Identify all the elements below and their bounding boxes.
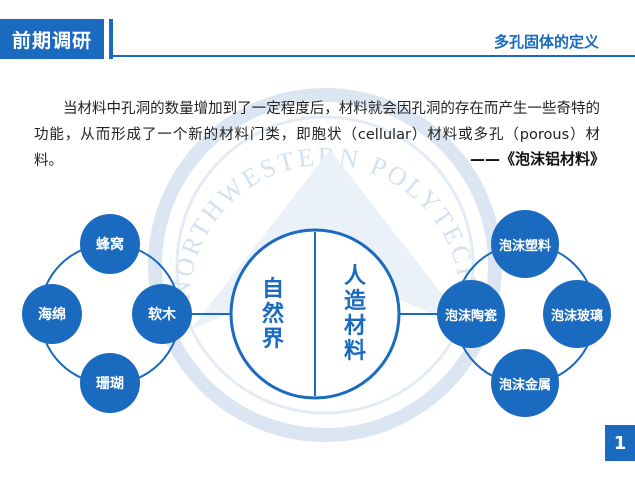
node-foam-ceramic — [437, 280, 505, 348]
label-foam-metal: 泡沫金属 — [498, 377, 551, 393]
label-artificial-materials: 人 造 材 料 — [340, 264, 370, 364]
node-foam-metal — [491, 349, 559, 417]
label-natural-world: 自 然 界 — [258, 277, 288, 352]
node-cork — [132, 284, 192, 344]
label-foam-ceramic: 泡沫陶瓷 — [444, 308, 497, 324]
slide-subtitle: 多孔固体的定义 — [493, 33, 599, 51]
char: 然 — [261, 302, 284, 327]
label-sponge: 海绵 — [38, 307, 66, 323]
label-foam-glass: 泡沫玻璃 — [550, 308, 603, 324]
node-honeycomb — [80, 214, 140, 274]
char: 界 — [261, 327, 284, 352]
label-foam-plastic: 泡沫塑料 — [498, 238, 551, 254]
label-coral: 珊瑚 — [96, 376, 124, 392]
char: 料 — [343, 339, 366, 364]
node-foam-plastic — [491, 210, 559, 278]
citation: ——《泡沫铝材料》 — [469, 150, 605, 168]
char: 人 — [343, 264, 366, 289]
char: 自 — [261, 277, 284, 302]
header-accent-bar — [109, 19, 113, 59]
char: 造 — [343, 289, 366, 314]
node-coral — [80, 353, 140, 413]
node-sponge — [22, 284, 82, 344]
label-honeycomb: 蜂窝 — [96, 237, 124, 253]
label-cork: 软木 — [148, 307, 176, 323]
page-number: 1 — [605, 425, 635, 461]
header-divider — [113, 55, 635, 57]
node-foam-glass — [543, 280, 611, 348]
char: 材 — [343, 314, 366, 339]
definition-paragraph: 当材料中孔洞的数量增加到了一定程度后，材料就会因孔洞的存在而产生一些奇特的功能，… — [34, 101, 600, 169]
section-title: 前期调研 — [0, 19, 104, 59]
